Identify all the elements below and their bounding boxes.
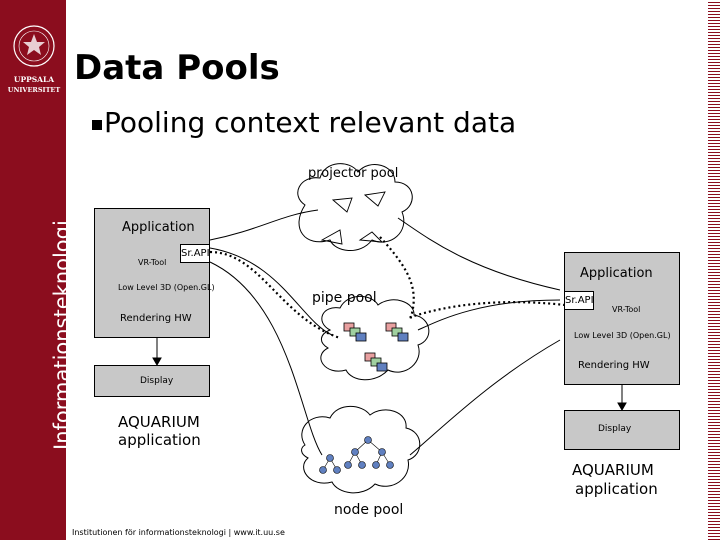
left-vrtool-label: VR-Tool bbox=[138, 258, 167, 267]
left-lowlevel-label: Low Level 3D (Open.GL) bbox=[118, 283, 215, 292]
right-aquarium-line2: application bbox=[575, 480, 658, 498]
projector-frustum-icons bbox=[320, 191, 386, 245]
right-arrow bbox=[617, 385, 627, 412]
svg-text:UPPSALA: UPPSALA bbox=[14, 75, 54, 84]
left-aquarium-line2: application bbox=[118, 431, 201, 449]
right-application-box bbox=[564, 252, 680, 385]
right-dotted-border bbox=[708, 0, 720, 540]
left-application-box bbox=[94, 208, 210, 338]
slide-title: Data Pools bbox=[74, 48, 280, 88]
node-pool-tree-icons bbox=[319, 436, 394, 474]
left-rendering-label: Rendering HW bbox=[120, 313, 192, 324]
pipe-pool-window-icons bbox=[343, 322, 409, 372]
dotted-connection-lines bbox=[209, 236, 566, 340]
projector-pool-cloud bbox=[297, 163, 413, 251]
node-pool-cloud bbox=[301, 405, 421, 494]
pipe-pool-cloud bbox=[320, 295, 430, 381]
bullet-text: Pooling context relevant data bbox=[104, 106, 517, 139]
right-vrtool-label: VR-Tool bbox=[612, 305, 641, 314]
right-srapi-box: Sr.API bbox=[564, 291, 594, 310]
right-application-label: Application bbox=[580, 266, 653, 281]
projector-pool-label: projector pool bbox=[308, 166, 399, 181]
left-srapi-box: Sr.API bbox=[180, 244, 210, 263]
node-pool-label: node pool bbox=[334, 502, 404, 518]
connection-lines bbox=[209, 209, 561, 456]
right-rendering-label: Rendering HW bbox=[578, 360, 650, 371]
left-application-label: Application bbox=[122, 220, 195, 235]
svg-text:UNIVERSITET: UNIVERSITET bbox=[8, 86, 61, 94]
right-lowlevel-label: Low Level 3D (Open.GL) bbox=[574, 331, 671, 340]
bullet-square-icon bbox=[92, 120, 102, 130]
right-display-label: Display bbox=[598, 424, 632, 434]
footer-text: Institutionen för informationsteknologi … bbox=[72, 528, 285, 537]
left-arrow bbox=[152, 338, 162, 367]
left-display-box bbox=[94, 365, 210, 397]
sidebar: UPPSALA UNIVERSITET Informationsteknolog… bbox=[0, 0, 74, 540]
pipe-pool-label: pipe pool bbox=[312, 290, 377, 306]
left-aquarium-line1: AQUARIUM bbox=[118, 413, 200, 431]
left-display-label: Display bbox=[140, 376, 174, 386]
uppsala-university-logo: UPPSALA UNIVERSITET bbox=[8, 25, 61, 94]
right-aquarium-line1: AQUARIUM bbox=[572, 461, 654, 479]
right-display-box bbox=[564, 410, 680, 450]
